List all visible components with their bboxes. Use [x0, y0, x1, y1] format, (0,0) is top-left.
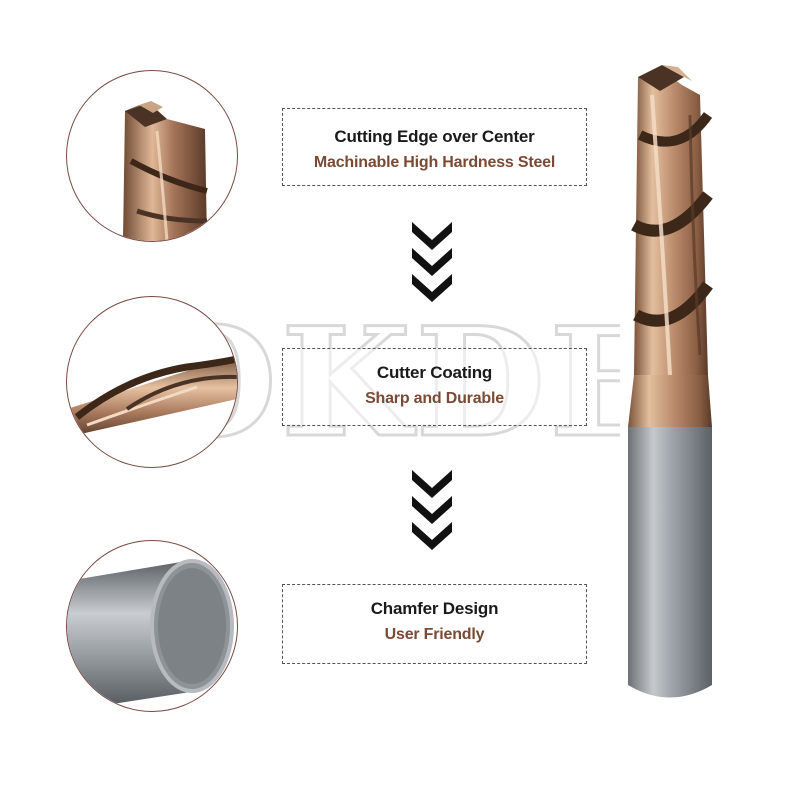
feature-box-cutting-edge: Cutting Edge over Center Machinable High… [282, 108, 587, 186]
feature-subtitle: User Friendly [384, 626, 485, 643]
chevron-down-icon [412, 222, 452, 302]
feature-box-chamfer: Chamfer Design User Friendly [282, 584, 587, 664]
chamfer-closeup-image [66, 540, 238, 712]
feature-subtitle: Machinable High Hardness Steel [313, 154, 556, 171]
feature-title: Cutting Edge over Center [334, 127, 535, 146]
coating-closeup-image [66, 296, 238, 468]
feature-title: Chamfer Design [370, 599, 499, 618]
end-mill-image [628, 65, 713, 698]
tip-closeup-image [66, 70, 238, 242]
feature-subtitle: Sharp and Durable [365, 390, 504, 407]
chevron-down-icon [412, 470, 452, 550]
feature-title: Cutter Coating [376, 363, 493, 382]
feature-box-coating: Cutter Coating Sharp and Durable [282, 348, 587, 426]
